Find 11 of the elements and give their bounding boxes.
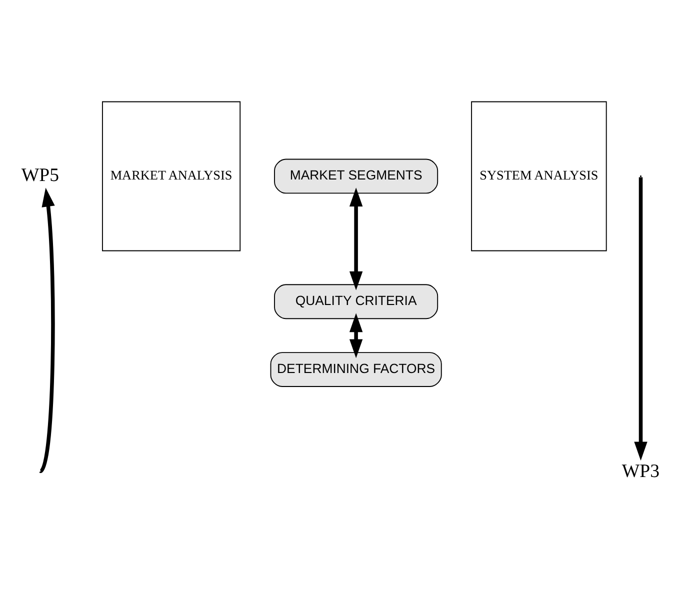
node-box: MARKET ANALYSIS bbox=[102, 101, 241, 252]
arrow bbox=[634, 177, 648, 461]
node-text: WP5 bbox=[21, 164, 60, 186]
node-box: QUALITY CRITERIA bbox=[274, 284, 438, 320]
node-box: MARKET SEGMENTS bbox=[274, 158, 438, 194]
arrow bbox=[39, 188, 55, 472]
node-box: SYSTEM ANALYSIS bbox=[471, 101, 607, 252]
arrow bbox=[349, 313, 363, 358]
node-text: WP3 bbox=[622, 460, 660, 482]
arrow bbox=[349, 188, 363, 290]
node-box: DETERMINING FACTORS bbox=[270, 352, 442, 387]
